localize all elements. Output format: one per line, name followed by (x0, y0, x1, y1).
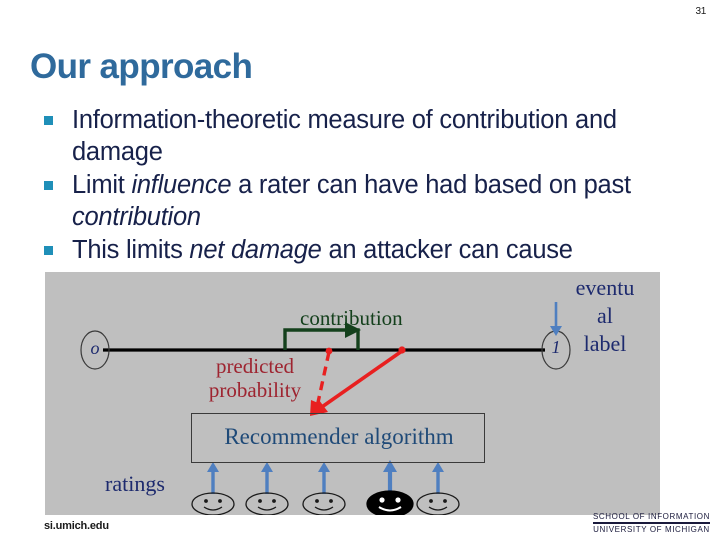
rater-faces (191, 490, 460, 515)
footer-url: si.umich.edu (44, 520, 109, 532)
eventual-label-line1: eventu (575, 275, 635, 300)
slide-number: 31 (695, 6, 706, 17)
contribution-label: contribution (300, 306, 403, 330)
contribution-arrowhead-icon (345, 322, 361, 338)
rater-face-2-icon (245, 492, 289, 515)
predicted-probability-label: predicted probability (190, 354, 320, 402)
bullet-item-3: This limits net damage an attacker can c… (42, 234, 662, 266)
page-title: Our approach (30, 47, 253, 86)
contribution-bracket (283, 328, 360, 350)
eventual-label: eventu al label (550, 274, 660, 358)
bullet-text-2-pre: Limit (72, 171, 132, 199)
bullet-list: Information-theoretic measure of contrib… (42, 104, 662, 267)
rater-face-attacker-icon (366, 490, 414, 515)
bullet-marker-icon (44, 246, 53, 255)
approach-diagram: o 1 contribution predicted probability e… (45, 272, 660, 515)
rating-influence-origin-dot (398, 346, 406, 354)
predicted-probability-dashed-line (315, 351, 331, 408)
bullet-text-2-emphasis: influence (131, 171, 232, 199)
predicted-probability-origin-dot (325, 347, 333, 355)
predicted-probability-line2: probability (208, 378, 302, 402)
ratings-label: ratings (105, 471, 165, 496)
rater-arrowhead-2-icon (261, 462, 273, 472)
bullet-text-3-post: an attacker can cause (321, 236, 573, 264)
bullet-text-3-pre: This limits (72, 236, 190, 264)
rater-arrowhead-5-icon (432, 462, 444, 472)
rater-face-5-icon (416, 492, 460, 515)
bullet-text-1: Information-theoretic measure of contrib… (72, 106, 617, 166)
recommender-algorithm-label: Recommender algorithm (224, 424, 454, 449)
logo-university-name: UNIVERSITY OF MICHIGAN (593, 525, 710, 534)
eventual-label-arrowhead-icon (550, 326, 562, 336)
bullet-item-1: Information-theoretic measure of contrib… (42, 104, 662, 168)
rater-arrowhead-4-icon (383, 460, 397, 472)
node-end-label: 1 (551, 337, 561, 357)
rater-face-1-icon (191, 492, 235, 515)
rating-influence-line (317, 349, 404, 411)
eventual-label-line2: al (597, 303, 613, 328)
node-start-label: o (90, 338, 100, 358)
umich-si-logo: SCHOOL OF INFORMATION UNIVERSITY OF MICH… (592, 512, 710, 534)
bullet-marker-icon (44, 181, 53, 190)
node-start-ellipse (80, 330, 110, 370)
rater-arrowhead-3-icon (318, 462, 330, 472)
bullet-text-2-emphasis-2: contribution (72, 203, 201, 231)
rater-arrows (207, 460, 444, 494)
bullet-item-2: Limit influence a rater can have had bas… (42, 169, 662, 233)
predicted-probability-line1: predicted (215, 354, 295, 378)
bullet-text-2-post: a rater can have had based on past (231, 171, 631, 199)
bullet-marker-icon (44, 116, 53, 125)
rater-arrowhead-1-icon (207, 462, 219, 472)
logo-school-name: SCHOOL OF INFORMATION (592, 512, 710, 524)
rater-face-3-icon (302, 492, 346, 515)
bullet-text-3-emphasis: net damage (189, 236, 322, 264)
recommender-algorithm-box: Recommender algorithm (191, 413, 485, 463)
diagram-graphics (80, 302, 571, 515)
rating-influence-arrowhead-icon (310, 400, 328, 416)
eventual-label-line3: label (583, 331, 627, 356)
